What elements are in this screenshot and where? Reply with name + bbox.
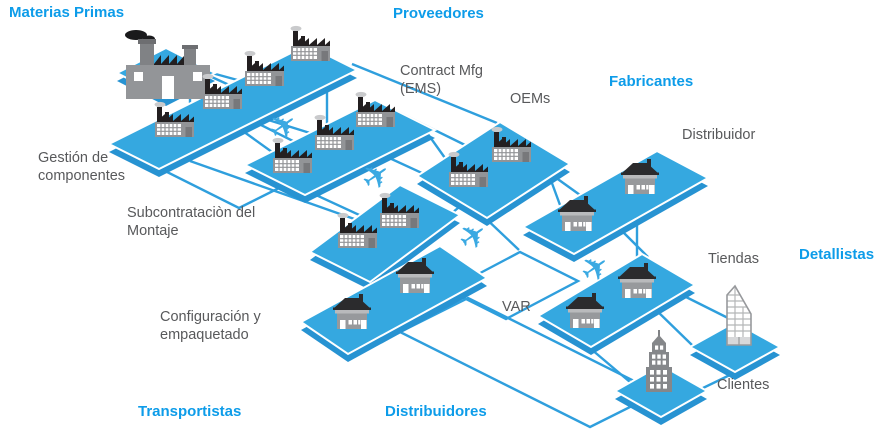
- route-line: [189, 159, 361, 223]
- label-oems: OEMs: [510, 91, 551, 107]
- skyscraper-icon: [725, 283, 753, 347]
- label-contract-mfg: Contract Mfg (EMS): [400, 63, 483, 97]
- tower-icon: [646, 330, 672, 392]
- heading-materias-primas: Materias Primas: [9, 4, 125, 21]
- route-line: [590, 348, 631, 383]
- label-clientes: Clientes: [717, 377, 770, 393]
- route-loop: [445, 250, 581, 321]
- route-line: [654, 308, 693, 346]
- platform-detallistas: [536, 252, 697, 355]
- label-gestion-componentes: Gestión de componentes: [38, 150, 126, 184]
- label-subcontratacion: Subcontrataciòn del Montaje: [127, 205, 256, 239]
- heading-fabricantes: Fabricantes: [609, 73, 694, 90]
- route-line: [351, 62, 498, 125]
- platform-tiendas: [687, 320, 783, 380]
- label-distribuidor: Distribuidor: [682, 127, 756, 143]
- heading-distribuidores: Distribuidores: [385, 403, 487, 420]
- heading-detallistas: Detallistas: [799, 246, 875, 263]
- route-line: [679, 292, 735, 323]
- heading-transportistas: Transportistas: [138, 403, 242, 420]
- platform-subcontratacion: [308, 183, 462, 290]
- platform-oems: [415, 120, 572, 226]
- factory-icon: [289, 25, 331, 62]
- label-tiendas: Tiendas: [708, 251, 760, 267]
- heading-proveedores: Proveedores: [393, 5, 484, 22]
- label-configuracion: Configuración y empaquetado: [160, 309, 261, 343]
- label-var: VAR: [502, 299, 531, 315]
